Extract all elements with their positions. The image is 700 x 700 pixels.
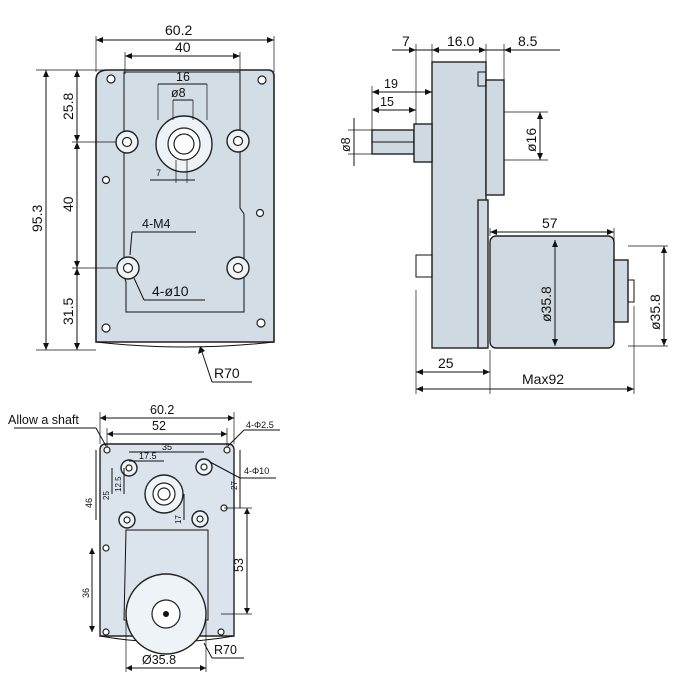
dim-7-side: 7 — [402, 33, 410, 49]
gearbox-cap — [485, 79, 505, 196]
bottom-inner-outline — [123, 529, 209, 621]
callout-4-m4: 4-M4 — [142, 217, 171, 231]
dim-40: 40 — [175, 39, 191, 55]
dim-25-8: 25.8 — [60, 93, 76, 120]
dim-36: 36 — [81, 588, 91, 598]
dim-r70: R70 — [214, 365, 240, 381]
arrow-r70 — [198, 346, 205, 354]
corner-hole — [256, 318, 266, 328]
dim-16: 16 — [176, 70, 190, 84]
dim-r70-b: R70 — [214, 643, 237, 657]
dim-31-5: 31.5 — [60, 298, 76, 325]
callout-phi2-5: 4-Φ2.5 — [246, 420, 274, 430]
dim-52: 52 — [152, 419, 166, 433]
dim-60-2-b: 60.2 — [150, 403, 174, 417]
motor-terminal — [627, 279, 635, 303]
mount-hole-center — [232, 135, 244, 147]
dim-17: 17 — [174, 515, 183, 524]
dim-40-vert: 40 — [60, 196, 76, 212]
corner-hole — [103, 446, 111, 454]
dim-60-2: 60.2 — [165, 22, 192, 38]
leader-r70-b — [203, 642, 213, 659]
dim-phi8: ø8 — [171, 86, 186, 100]
corner-hole — [106, 74, 116, 84]
corner-hole — [101, 323, 111, 333]
dim-46: 46 — [84, 498, 94, 508]
dim-arrows — [372, 89, 432, 95]
corner-hole — [217, 628, 225, 636]
front-plate-bottom-arc — [95, 341, 275, 348]
dim-57: 57 — [542, 215, 558, 231]
callout-phi10: 4-Φ10 — [244, 466, 269, 476]
callout-4-phi10: 4-ø10 — [152, 283, 189, 299]
dim-19: 19 — [384, 77, 398, 91]
dim-16-0: 16.0 — [447, 33, 474, 49]
shaft-bore-inner — [157, 487, 171, 501]
corner-hole — [101, 175, 111, 185]
dim-phi16: ø16 — [523, 128, 539, 152]
gearbox-tab — [477, 71, 487, 87]
dim-phi8-side: ø8 — [339, 137, 353, 152]
dim-max92: Max92 — [522, 371, 564, 387]
dim-15: 15 — [380, 95, 394, 109]
dim-25-b: 25 — [102, 491, 111, 500]
side-view: 7 16.0 8.5 19 15 ø8 ø16 57 ø35.8 — [339, 33, 668, 394]
dim-7: 7 — [156, 168, 161, 178]
motor-face-center — [163, 611, 169, 617]
mount-hole-center — [232, 262, 244, 274]
dim-17-5: 17.5 — [139, 451, 157, 461]
mount-hole-center — [123, 516, 131, 524]
motor-flange — [477, 199, 489, 349]
leader-phi10 — [209, 461, 241, 479]
mount-hole-center — [196, 515, 204, 523]
mount-hole-center — [122, 262, 134, 274]
shaft-bore-inner — [173, 133, 195, 155]
front-view: 16 ø8 7 60.2 40 95.3 25.8 40 31.5 — [29, 22, 275, 383]
dim-35: 35 — [162, 442, 172, 452]
note-allow-shaft: Allow a shaft — [8, 413, 79, 427]
bottom-view: 60.2 52 35 17.5 4-Φ2.5 4-Φ10 46 25 12.5 … — [8, 403, 280, 672]
corner-hole — [257, 75, 267, 85]
corner-hole — [255, 208, 265, 218]
front-plate — [95, 69, 275, 343]
dim-25-side: 25 — [438, 355, 454, 371]
leader-r70 — [201, 351, 213, 383]
mount-hole-center — [125, 464, 133, 472]
corner-hole — [223, 446, 231, 454]
leader-4-phi10 — [133, 277, 145, 301]
gearbox-foot — [415, 254, 433, 278]
motor-end-cap — [613, 259, 629, 323]
corner-hole — [102, 628, 110, 636]
dim-8-5: 8.5 — [518, 33, 538, 49]
dim-phi35-8-b: Ø35.8 — [142, 653, 176, 667]
shaft-hub — [413, 123, 433, 163]
dim-53: 53 — [232, 558, 246, 572]
mount-hole-center — [200, 463, 208, 471]
leader-phi2-5 — [227, 429, 245, 447]
dim-phi35-8-right: ø35.8 — [647, 294, 663, 330]
leader-allow-shaft — [95, 427, 107, 447]
dim-phi35-8: ø35.8 — [538, 286, 554, 322]
leader-4-m4 — [129, 231, 133, 256]
dim-27: 27 — [230, 481, 239, 490]
dim-95-3: 95.3 — [29, 205, 45, 232]
corner-hole — [102, 544, 110, 552]
dim-12-5: 12.5 — [114, 476, 123, 492]
mount-hole-center — [121, 136, 133, 148]
